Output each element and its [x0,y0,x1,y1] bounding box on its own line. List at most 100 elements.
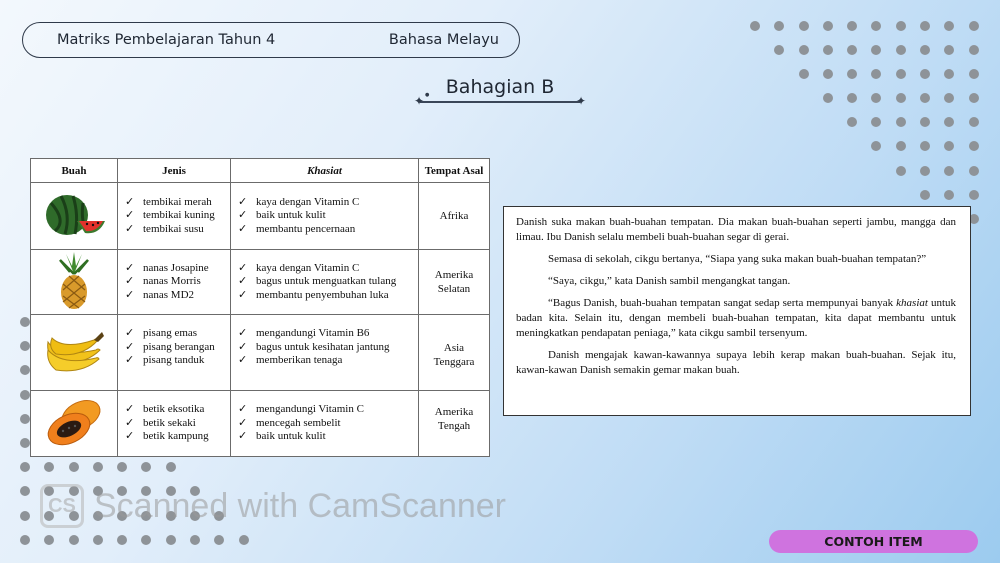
sparkle-icon: ✦ [576,94,587,108]
dot [92,534,103,545]
papaya-icon [47,399,101,446]
dot [822,21,833,31]
dot [895,117,906,128]
dot [944,165,955,176]
list-item: ✓bagus untuk kesihatan jantung [238,340,390,353]
list-item: ✓tembikai kuning [125,209,215,222]
dot [20,413,30,424]
dot [968,189,979,200]
khasiat-cell: ✓kaya dengan Vitamin C ✓bagus untuk meng… [230,249,419,315]
banana-icon [47,332,104,372]
table-row: ✓tembikai merah ✓tembikai kuning ✓tembik… [30,182,490,250]
dot [920,45,931,56]
dot [44,462,55,473]
table-row: ✓betik eksotika ✓betik sekaki ✓betik kam… [30,390,490,457]
list-item: ✓baik untuk kulit [238,209,326,222]
list-item: ✓mengandungi Vitamin C [238,403,364,416]
dot [920,21,931,31]
dot [20,317,30,327]
list-item: ✓mencegah sembelit [238,416,341,429]
table-header-row: Buah Jenis Khasiat Tempat Asal [30,158,490,183]
passage-paragraph: “Bagus Danish, buah-buahan tempatan sang… [516,297,957,339]
dot [871,141,882,152]
dot [798,69,809,80]
col-header-tempat-asal: Tempat Asal [418,158,490,183]
dot [20,437,30,448]
title-underline [420,101,580,103]
dot [847,93,858,104]
tempat-asal-cell: Amerika Selatan [418,249,490,315]
dot [847,45,858,56]
list-item: ✓nanas Josapine [125,261,209,274]
dot [871,21,882,31]
passage-paragraph: Danish suka makan buah-buahan tempatan. … [516,216,956,243]
dot [920,141,931,152]
dot [68,462,79,473]
list-item: ✓betik eksotika [125,403,205,416]
fruit-image-cell [30,249,118,315]
dot [117,486,128,497]
dot [165,534,176,545]
dot [214,510,225,521]
dot [822,69,833,80]
header-bar: Matriks Pembelajaran Tahun 4 Bahasa Mela… [22,22,520,58]
dot [895,165,906,176]
dot [141,462,152,473]
dot [20,389,30,400]
watermelon-icon [46,194,105,235]
dot [141,486,152,497]
dot [165,486,176,497]
dot [44,534,55,545]
sparkle-icon: ● [425,92,430,98]
dot [92,462,103,473]
list-item: ✓memberikan tenaga [238,354,343,366]
table-row: ✓nanas Josapine ✓nanas Morris ✓nanas MD2… [30,249,490,315]
dot [798,21,809,31]
table-row: ✓pisang emas ✓pisang berangan ✓pisang ta… [30,314,490,391]
list-item: ✓betik sekaki [125,416,196,429]
dot [847,69,858,80]
dot [968,213,979,224]
dot [968,69,979,80]
list-item: ✓nanas MD2 [125,288,195,301]
dot [944,93,955,104]
dot [871,45,882,56]
dot [822,45,833,56]
dot [968,93,979,104]
col-header-buah: Buah [30,158,118,183]
pineapple-icon [59,251,89,309]
dot [920,117,931,128]
dot [190,510,201,521]
dot [117,462,128,473]
dot [920,69,931,80]
dot [165,462,176,473]
jenis-cell: ✓pisang emas ✓pisang berangan ✓pisang ta… [117,314,231,391]
list-item: ✓pisang emas [125,327,198,339]
dot [141,534,152,545]
dot [895,141,906,152]
jenis-cell: ✓tembikai merah ✓tembikai kuning ✓tembik… [117,182,231,250]
passage-paragraph: Danish mengajak kawan-kawannya supaya le… [516,349,956,376]
list-item: ✓membantu penyembuhan luka [238,288,389,301]
dot [944,45,955,56]
dot [774,45,785,56]
dot [750,21,760,31]
dot [20,486,30,497]
dot [895,45,906,56]
dot [920,189,931,200]
dot [20,534,30,545]
list-item: ✓tembikai susu [125,222,204,235]
dot [68,486,79,497]
header-subject: Bahasa Melayu [388,32,499,48]
jenis-cell: ✓betik eksotika ✓betik sekaki ✓betik kam… [117,390,231,457]
fruit-image-cell [30,182,118,250]
khasiat-cell: ✓mengandungi Vitamin C ✓mencegah sembeli… [230,390,419,457]
dot [968,141,979,152]
dot [895,69,906,80]
passage-paragraph: “Saya, cikgu,” kata Danish sambil mengan… [548,275,791,287]
dot [847,117,858,128]
dot [968,165,979,176]
dot [44,510,55,521]
list-item: ✓tembikai merah [125,195,212,208]
dot [190,486,201,497]
